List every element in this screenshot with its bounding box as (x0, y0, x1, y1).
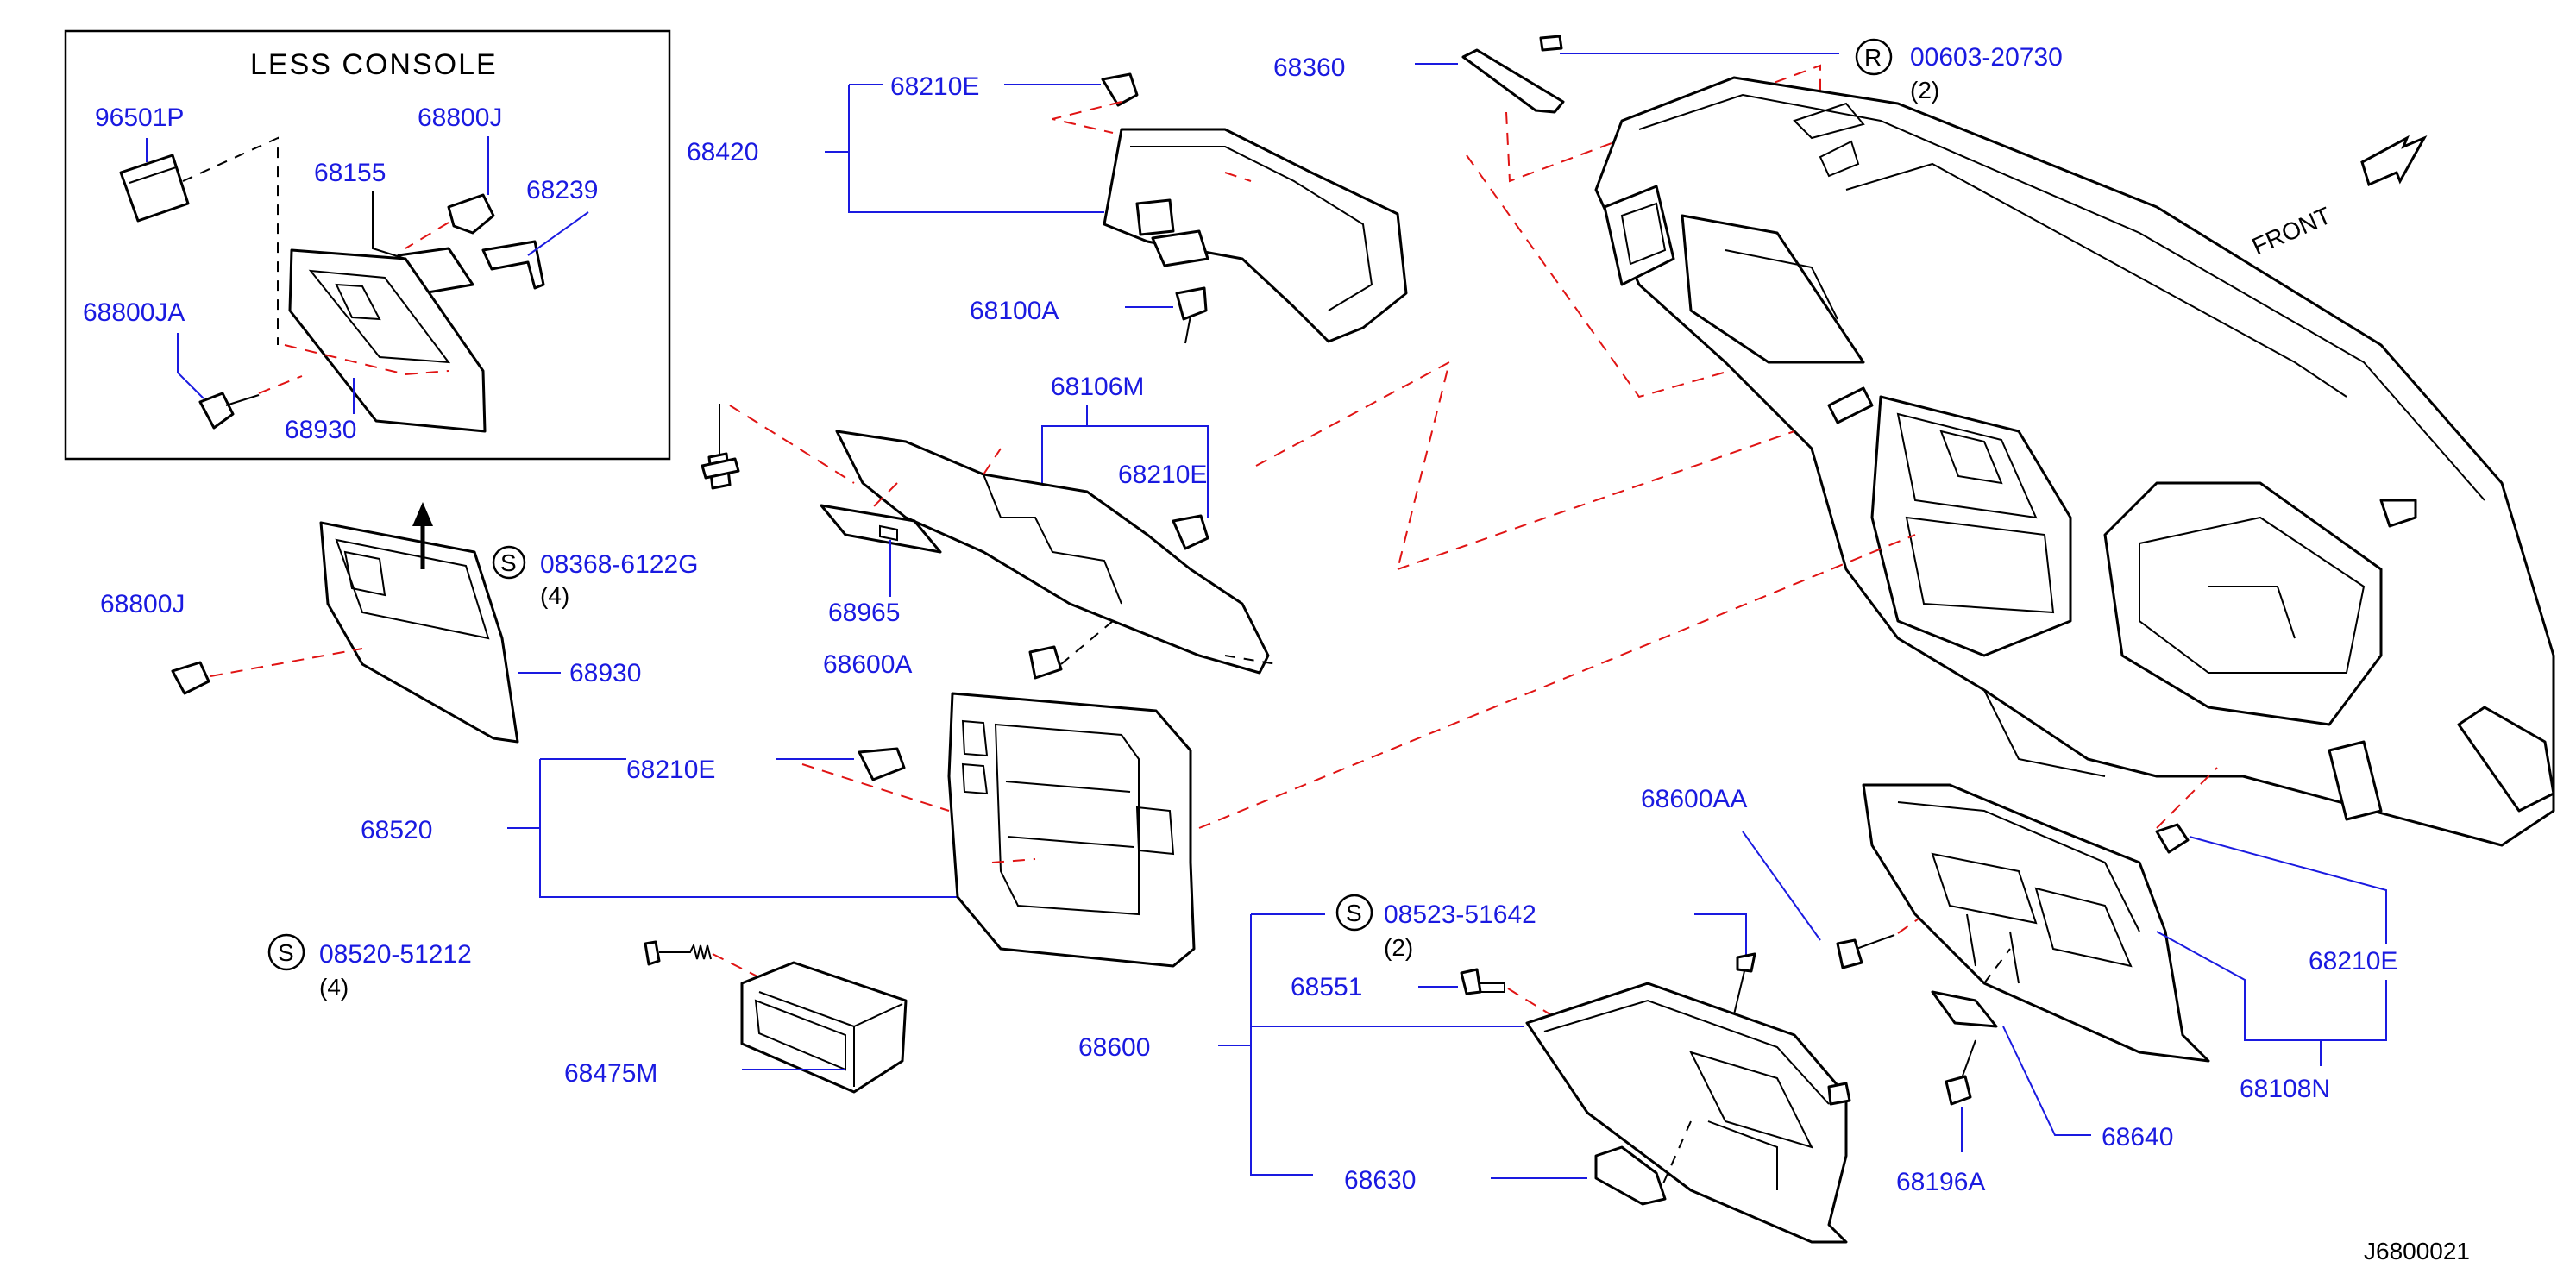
symbol-r-text-00603: R (1864, 44, 1882, 71)
diagram-id: J6800021 (2364, 1238, 2470, 1264)
part-68800j-screw (171, 661, 210, 695)
label-68100a: 68100A (970, 297, 1059, 325)
label-68106m: 68106M (1051, 373, 1144, 401)
pocket-group: S 08520-51212 (4) 68475M (267, 933, 908, 1094)
label-68930: 68930 (569, 659, 641, 687)
label-68800j-inset: 68800J (418, 104, 502, 132)
instrument-panel-main (1594, 76, 2555, 847)
label-96501p: 96501P (95, 104, 184, 132)
symbol-s-08368 (492, 545, 526, 580)
center-bezel-group: 68210E 68520 (361, 534, 1916, 968)
label-68800ja: 68800JA (83, 298, 185, 327)
part-68640 (1931, 990, 1998, 1028)
label-68551: 68551 (1291, 973, 1362, 1001)
part-68600aa-screw (1836, 938, 1863, 969)
panel-68930-group: 68800J 68930 (100, 502, 641, 744)
label-08523-qty: (2) (1384, 934, 1413, 961)
label-08368-6122g: 08368-6122G (540, 550, 699, 579)
part-68930-inset (288, 248, 487, 433)
part-68210e-right-clip (2155, 823, 2190, 854)
symbol-r-00603 (1855, 38, 1893, 76)
part-68210e-bezel-clip (858, 747, 906, 781)
up-arrow-icon (412, 502, 433, 569)
label-68210e-top: 68210E (890, 72, 979, 101)
label-08520-51212: 08520-51212 (319, 940, 472, 969)
part-68630 (1594, 1145, 1667, 1206)
front-arrow-icon (2360, 135, 2428, 187)
part-68210e-mid-clip (1172, 514, 1209, 550)
part-instrument-panel (1594, 76, 2555, 847)
glovebox-group: 68600 S 08523-51642 (2) 68551 68630 (1078, 894, 1851, 1244)
part-96501p (119, 154, 190, 223)
label-68600a-partial: 68600A (823, 650, 912, 679)
symbol-s-text-08520: S (278, 939, 294, 966)
part-68420-lid (1103, 128, 1408, 343)
label-68108n: 68108N (2240, 1075, 2330, 1103)
glovebox-housing-group: 68600AA 68210E 68108N 68640 68196A (1641, 767, 2397, 1196)
label-68196a: 68196A (1896, 1168, 1985, 1196)
front-indicator: FRONT (2248, 135, 2428, 260)
part-68551 (1460, 968, 1482, 995)
label-68210e-right: 68210E (2309, 947, 2397, 976)
label-68800j: 68800J (100, 590, 185, 618)
symbol-s-08523 (1335, 894, 1373, 932)
lower-cover-68106m-group: 68106M 68210E 68965 68600A (820, 361, 1795, 680)
label-68640: 68640 (2102, 1123, 2173, 1151)
label-68210e-mid: 68210E (1118, 461, 1207, 489)
part-68930-panel (319, 521, 519, 744)
label-front: FRONT (2248, 202, 2335, 260)
label-68360: 68360 (1273, 53, 1345, 82)
part-68800ja (198, 392, 235, 430)
label-68210e-bezel: 68210E (626, 756, 715, 784)
label-00603-qty: (2) (1910, 77, 1939, 104)
label-68930-inset: 68930 (285, 416, 356, 444)
label-68420: 68420 (687, 138, 758, 166)
label-68630: 68630 (1344, 1166, 1416, 1195)
label-68965: 68965 (828, 599, 900, 627)
inset-title: LESS CONSOLE (250, 48, 498, 81)
part-68600-glovebox (1525, 982, 1848, 1244)
upper-vent-group: 68360 R 00603-20730 (2) (1273, 35, 2063, 398)
cluster-lid-group: 68420 68210E 68100A (687, 72, 1408, 344)
label-68475m: 68475M (564, 1059, 657, 1088)
screw-08368-group: S 08368-6122G (4) (492, 404, 855, 609)
part-68239 (481, 240, 545, 290)
part-68360 (1461, 48, 1565, 114)
symbol-s-text-08523: S (1346, 900, 1362, 926)
label-68520: 68520 (361, 816, 432, 844)
label-68600: 68600 (1078, 1033, 1150, 1062)
part-68196a-screw (1945, 1075, 1972, 1106)
label-68155: 68155 (314, 159, 386, 187)
less-console-inset: LESS CONSOLE 96501P 68800J 68155 68239 6… (64, 29, 671, 461)
part-68210e-top-clip (1101, 72, 1139, 107)
part-68800j-clip (447, 193, 495, 235)
symbol-s-text-08368: S (500, 549, 517, 576)
part-08520-screw (644, 940, 661, 966)
part-68520-bezel (947, 692, 1196, 968)
label-08368-qty: (4) (540, 582, 569, 609)
label-68239: 68239 (526, 176, 598, 204)
part-00603-screw (1539, 35, 1563, 52)
label-08520-qty: (4) (319, 974, 349, 1001)
part-68100a-screw (1175, 286, 1208, 321)
label-08523-51642: 08523-51642 (1384, 900, 1536, 929)
label-00603-20730: 00603-20730 (1910, 43, 2063, 72)
label-68600aa: 68600AA (1641, 785, 1747, 813)
symbol-s-08520 (267, 933, 305, 971)
